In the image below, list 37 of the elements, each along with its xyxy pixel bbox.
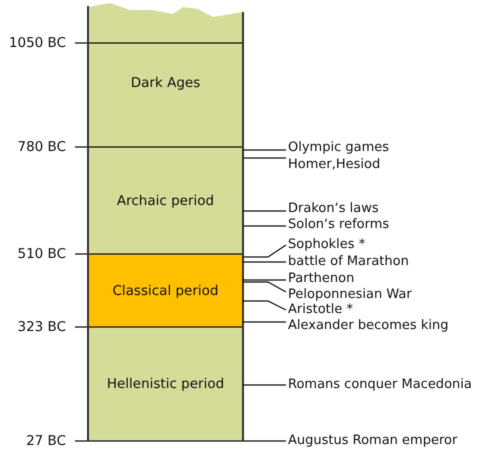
period-band [88, 254, 243, 327]
leader-line [243, 279, 286, 281]
event-label: Homer,Hesiod [288, 157, 380, 173]
event-label: Aristotle * [288, 302, 354, 318]
event-label: Sophokles * [288, 237, 366, 253]
event-label: Drakon‘s laws [288, 201, 379, 217]
date-label: 780 BC [16, 139, 66, 155]
leader-line [243, 384, 286, 386]
event-label: battle of Marathon [288, 254, 409, 270]
date-label: 27 BC [25, 433, 66, 449]
period-band [88, 147, 243, 254]
event-label: Parthenon [288, 271, 354, 287]
leader-line [243, 210, 286, 212]
event-label: Alexander becomes king [288, 318, 448, 334]
period-name: Classical period [112, 282, 218, 298]
leader-line [243, 321, 286, 323]
event-label: Solon‘s reforms [288, 217, 390, 233]
leader-line [243, 261, 286, 263]
period-name: Dark Ages [130, 74, 200, 90]
date-label: 1050 BC [8, 35, 66, 51]
date-label: 510 BC [16, 246, 66, 262]
date-label: 323 BC [16, 319, 66, 335]
period-band [88, 18, 243, 147]
event-label: Olympic games [288, 140, 389, 156]
leader-line [243, 281, 286, 293]
event-label: Augustus Roman emperor [288, 433, 458, 449]
event-label: Peloponnesian War [288, 287, 412, 303]
period-name: Hellenistic period [106, 376, 224, 392]
period-name: Archaic period [116, 192, 214, 208]
leader-line [243, 225, 286, 227]
leader-line [243, 244, 286, 258]
event-label: Romans conquer Macedonia [288, 377, 472, 393]
leader-line [243, 149, 286, 151]
period-band [88, 327, 243, 441]
leader-line [243, 157, 286, 159]
leader-line [243, 300, 286, 311]
leader-line [243, 440, 286, 442]
